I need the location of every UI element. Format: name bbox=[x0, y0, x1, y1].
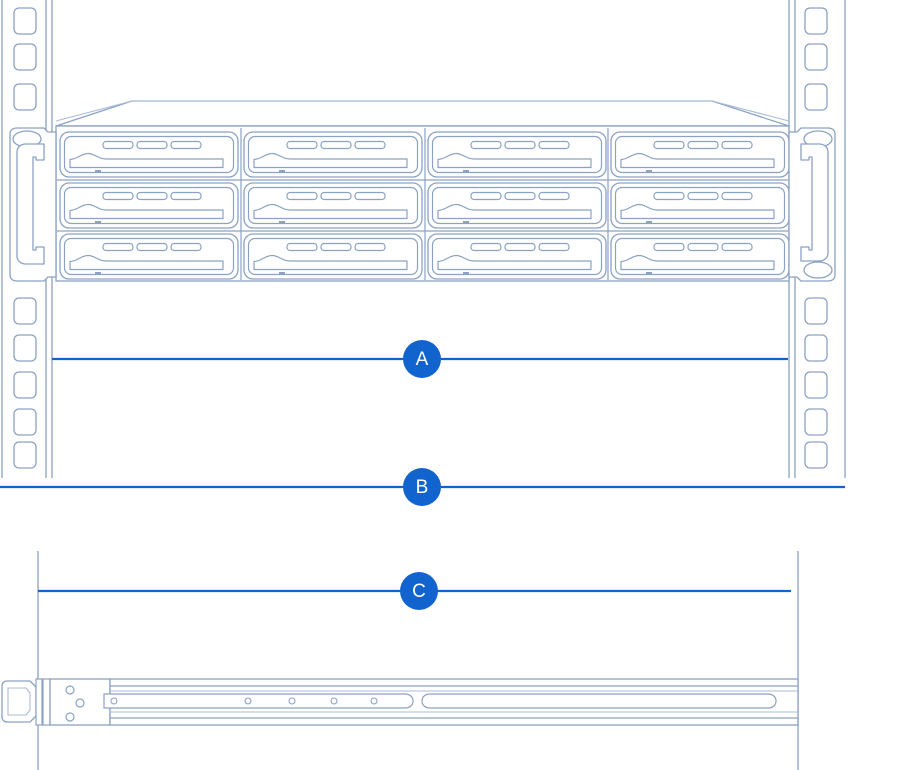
drive-bay[interactable] bbox=[59, 182, 239, 229]
chassis-body bbox=[55, 125, 790, 282]
callout-badge-c[interactable]: C bbox=[400, 572, 438, 610]
drive-bay[interactable] bbox=[610, 182, 790, 229]
drive-bay[interactable] bbox=[243, 233, 423, 280]
chassis-ear-right[interactable] bbox=[788, 127, 836, 282]
drive-bay[interactable] bbox=[427, 131, 607, 178]
drive-bay[interactable] bbox=[243, 131, 423, 178]
callout-badge-a[interactable]: A bbox=[403, 340, 441, 378]
drive-bay[interactable] bbox=[610, 233, 790, 280]
chassis-ear-left[interactable] bbox=[9, 127, 57, 282]
drive-bay[interactable] bbox=[610, 131, 790, 178]
slide-rail-assembly[interactable] bbox=[1, 678, 799, 726]
drive-bay[interactable] bbox=[243, 182, 423, 229]
drive-bay[interactable] bbox=[59, 233, 239, 280]
callout-badge-b[interactable]: B bbox=[403, 468, 441, 506]
drive-bay[interactable] bbox=[427, 233, 607, 280]
drive-bay[interactable] bbox=[427, 182, 607, 229]
rail-kit-guides bbox=[37, 551, 799, 770]
drive-bay[interactable] bbox=[59, 131, 239, 178]
